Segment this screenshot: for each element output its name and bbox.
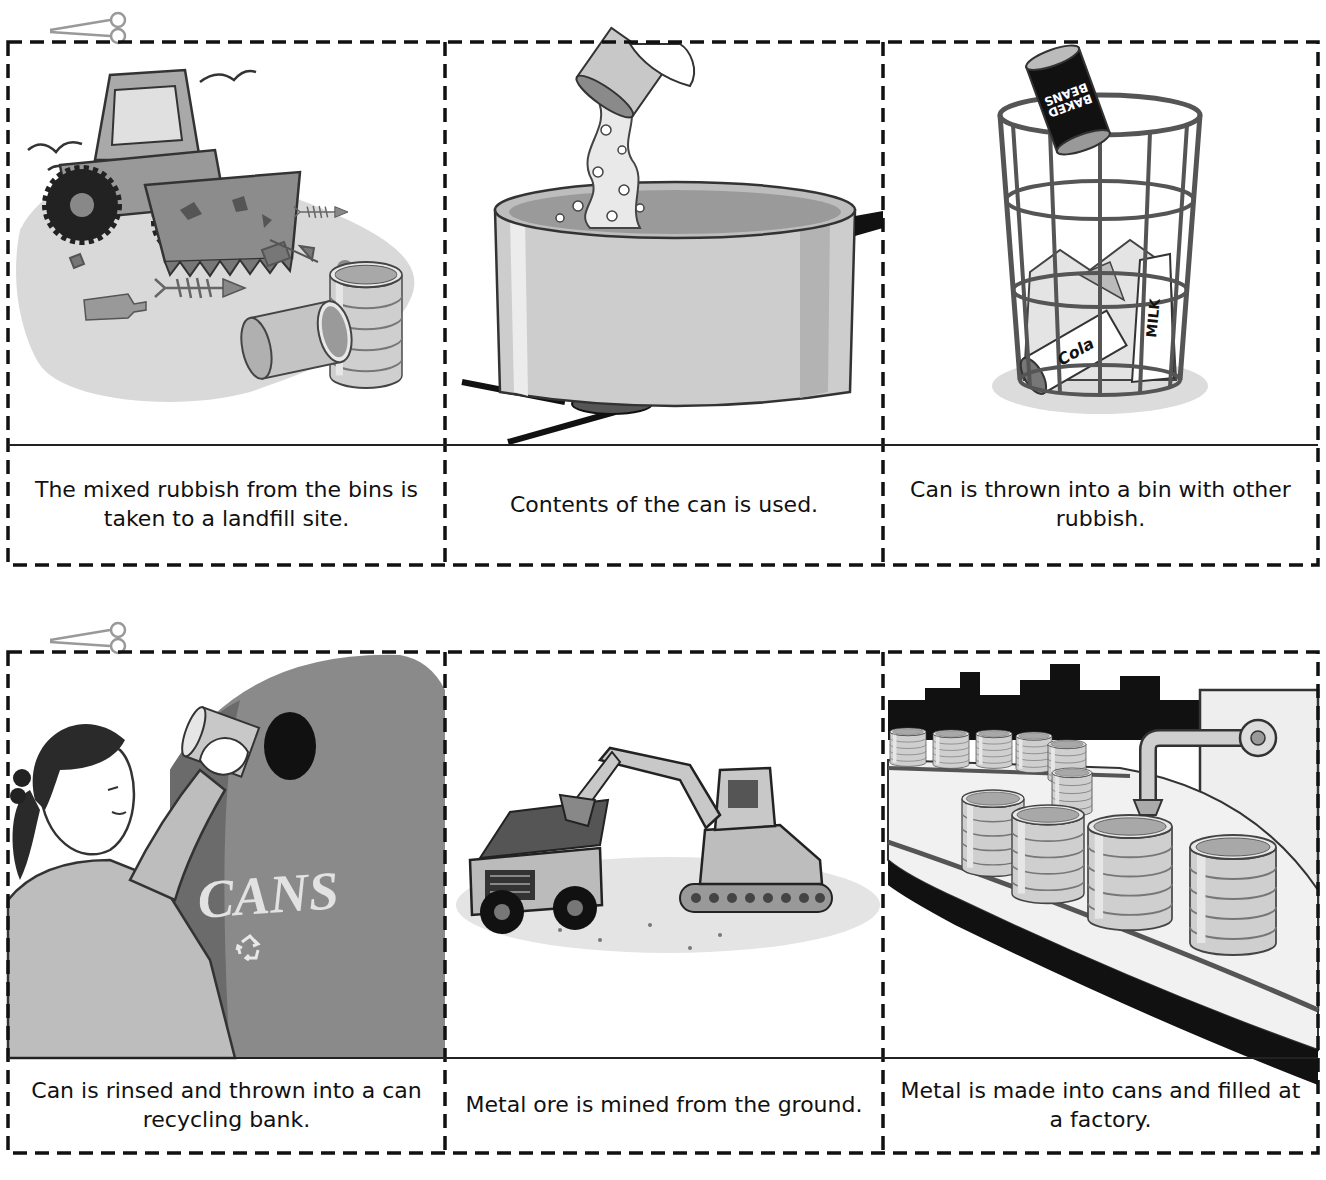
factory-picture — [888, 664, 1318, 1085]
printed-label: CANS — [196, 863, 341, 927]
cut-out-card: Metal is made into cans and filled at a … — [883, 652, 1318, 1153]
printed-label: MILK — [1144, 298, 1162, 338]
waste-basket-picture — [992, 41, 1208, 414]
cut-out-card: Can is thrown into a bin with other rubb… — [883, 42, 1318, 565]
mining-picture — [456, 748, 880, 953]
caption-rule — [8, 445, 1318, 1058]
cut-out-card: The mixed rubbish from the bins is taken… — [8, 42, 445, 565]
card-caption: Metal is made into cans and filled at a … — [897, 1062, 1304, 1149]
scissors-icon — [50, 13, 125, 43]
cooking-pot-picture — [462, 28, 883, 442]
cut-lines — [8, 42, 1318, 1153]
card-caption: Contents of the can is used. — [459, 449, 869, 561]
card-caption: The mixed rubbish from the bins is taken… — [22, 449, 431, 561]
cut-out-card: Contents of the can is used. — [445, 42, 883, 565]
card-caption: Metal ore is mined from the ground. — [459, 1062, 869, 1149]
card-caption: Can is rinsed and thrown into a can recy… — [22, 1062, 431, 1149]
scissors-icon — [50, 623, 125, 653]
landfill-picture — [16, 70, 414, 402]
card-caption: Can is thrown into a bin with other rubb… — [897, 449, 1304, 561]
recycling-bank-picture — [8, 655, 445, 1058]
cut-out-card: Metal ore is mined from the ground. — [445, 652, 883, 1153]
